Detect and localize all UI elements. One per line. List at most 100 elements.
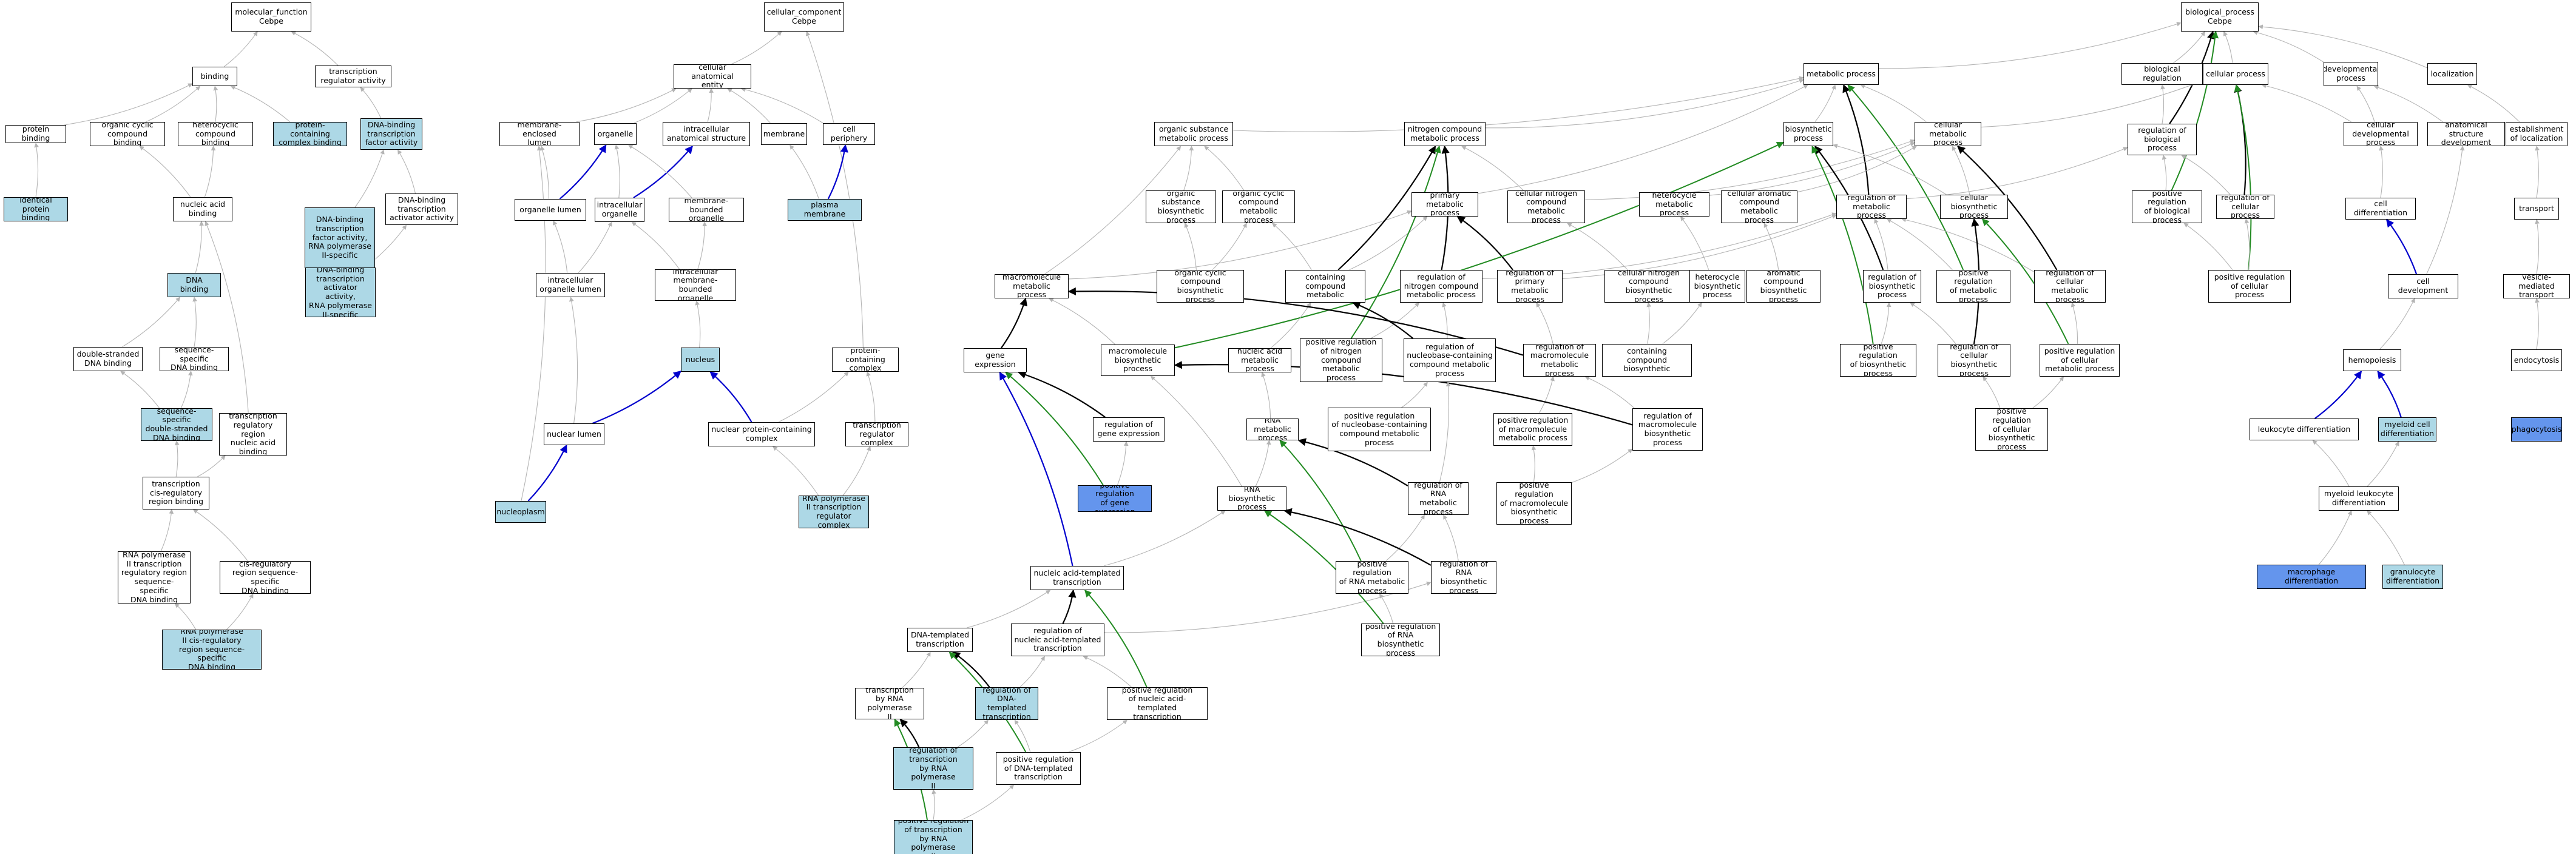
relation-edge bbox=[1084, 590, 1148, 688]
relation-edge bbox=[122, 297, 181, 348]
relation-edge bbox=[1797, 146, 1917, 193]
relation-edge bbox=[1184, 223, 1197, 271]
go-term-node: regulation of RNA metabolic process bbox=[1408, 482, 1469, 515]
relation-edge bbox=[2318, 510, 2352, 565]
go-term-node: protein binding bbox=[5, 125, 66, 143]
go-term-node: positive regulation of biosynthetic proc… bbox=[1840, 344, 1916, 377]
go-term-node: nucleic acid binding bbox=[173, 197, 232, 221]
relation-edge bbox=[1906, 147, 2128, 200]
relation-edge bbox=[740, 87, 823, 124]
go-term-node: nucleobase-containing compound metabolic… bbox=[1285, 270, 1365, 303]
relation-edge bbox=[2373, 85, 2443, 123]
relation-edge bbox=[1538, 376, 1555, 414]
relation-edge bbox=[2234, 84, 2246, 195]
relation-edge bbox=[842, 446, 871, 496]
relation-edge bbox=[2312, 440, 2350, 487]
relation-edge bbox=[957, 719, 989, 748]
go-term-node: metabolic process bbox=[1804, 63, 1879, 85]
relation-edge bbox=[1478, 84, 1808, 194]
relation-edge bbox=[205, 221, 249, 414]
go-term-node: positive regulation of metabolic process bbox=[1936, 270, 2010, 303]
go-term-node: regulation of biological process bbox=[2128, 124, 2197, 155]
relation-edge bbox=[709, 371, 752, 423]
relation-edge bbox=[2234, 84, 2252, 271]
relation-edge bbox=[1000, 297, 1028, 349]
go-term-node: membrane-bounded organelle bbox=[669, 198, 744, 222]
relation-edge bbox=[1531, 445, 1536, 483]
relation-edge bbox=[1957, 146, 2058, 271]
go-term-node: molecular_function Cebpe bbox=[231, 2, 311, 32]
relation-edge bbox=[575, 88, 677, 123]
go-term-node: nucleic acid metabolic process bbox=[1228, 348, 1291, 372]
relation-edge bbox=[195, 221, 204, 274]
relation-edge bbox=[827, 144, 848, 200]
go-term-node: regulation of macromolecule metabolic pr… bbox=[1523, 344, 1596, 377]
go-term-node: positive regulation of macromolecule bio… bbox=[1496, 482, 1572, 525]
relation-edge bbox=[1370, 302, 1420, 339]
relation-edge bbox=[899, 719, 920, 748]
relation-edge bbox=[592, 371, 682, 425]
relation-edge bbox=[961, 784, 1015, 821]
relation-edge bbox=[2379, 146, 2384, 198]
relation-edge bbox=[175, 440, 180, 477]
relation-edge bbox=[174, 603, 197, 630]
go-term-node: developmental process bbox=[2324, 62, 2378, 86]
go-term-node: intracellular organelle lumen bbox=[536, 273, 605, 297]
go-term-node: cellular biosynthetic process bbox=[1940, 195, 2008, 219]
relation-edge bbox=[1068, 210, 1412, 280]
relation-edge bbox=[967, 590, 1051, 628]
relation-edge bbox=[778, 371, 849, 423]
relation-edge bbox=[1083, 656, 1132, 688]
relation-edge bbox=[1019, 656, 1045, 688]
relation-edge bbox=[540, 146, 549, 200]
go-term-node: cis-regulatory region sequence-specific … bbox=[220, 561, 311, 594]
go-term-node: primary metabolic process bbox=[1411, 192, 1478, 217]
relation-edge bbox=[291, 31, 339, 66]
relation-edge bbox=[1461, 146, 1524, 191]
relation-edge bbox=[789, 144, 819, 200]
relation-edge bbox=[2183, 223, 2233, 271]
relation-edge bbox=[2314, 370, 2362, 419]
go-term-node: transcription regulatory region nucleic … bbox=[219, 413, 287, 456]
go-term-node: biosynthetic process bbox=[1783, 122, 1833, 146]
relation-edge bbox=[1297, 438, 1408, 487]
go-term-node: protein-containing complex bbox=[832, 348, 899, 372]
relation-edge bbox=[1442, 302, 1448, 339]
go-term-node: heterocycle biosynthetic process bbox=[1689, 270, 1745, 303]
relation-edge bbox=[2160, 84, 2165, 124]
go-term-node: RNA biosynthetic process bbox=[1217, 486, 1286, 511]
relation-edge bbox=[559, 144, 607, 200]
relation-edge bbox=[631, 221, 680, 270]
relation-edge bbox=[1049, 298, 1116, 345]
relation-edge bbox=[569, 297, 578, 424]
relation-edge bbox=[697, 221, 708, 270]
go-term-node: DNA-binding transcription factor activit… bbox=[360, 118, 422, 150]
go-term-node: cellular aromatic compound metabolic pro… bbox=[1721, 190, 1797, 223]
go-term-node: biological regulation bbox=[2121, 63, 2203, 85]
relation-edge bbox=[2377, 370, 2402, 418]
relation-edge bbox=[1842, 84, 1870, 195]
relation-edge bbox=[1584, 376, 1635, 409]
go-term-node: regulation of biosynthetic process bbox=[1863, 270, 1921, 303]
go-term-node: regulation of nucleic acid-templated tra… bbox=[1011, 624, 1104, 656]
relation-edge bbox=[999, 371, 1073, 567]
go-term-node: positive regulation of gene expression bbox=[1078, 485, 1152, 512]
go-term-node: cellular metabolic process bbox=[1915, 122, 1981, 146]
go-term-node: anatomical structure development bbox=[2427, 122, 2505, 146]
relation-edge bbox=[1014, 719, 1031, 753]
relation-edge bbox=[2367, 510, 2405, 565]
go-term-node: positive regulation of nucleobase-contai… bbox=[1328, 408, 1431, 451]
relation-edge bbox=[727, 88, 771, 124]
relation-edge bbox=[1536, 302, 1553, 345]
go-term-node: membrane-enclosed lumen bbox=[499, 122, 580, 146]
relation-edge bbox=[1062, 589, 1077, 624]
go-term-node: localization bbox=[2427, 63, 2477, 85]
relation-edge bbox=[120, 371, 160, 409]
go-term-node: sequence-specific DNA binding bbox=[160, 347, 229, 371]
relation-edge bbox=[1443, 514, 1459, 562]
go-term-node: transcription regulator activity bbox=[315, 66, 391, 87]
relation-edge bbox=[1044, 146, 1182, 275]
go-term-node: nuclear lumen bbox=[544, 423, 604, 445]
go-term-node: macrophage differentiation bbox=[2257, 565, 2366, 589]
go-term-node: DNA-templated transcription bbox=[907, 628, 973, 652]
